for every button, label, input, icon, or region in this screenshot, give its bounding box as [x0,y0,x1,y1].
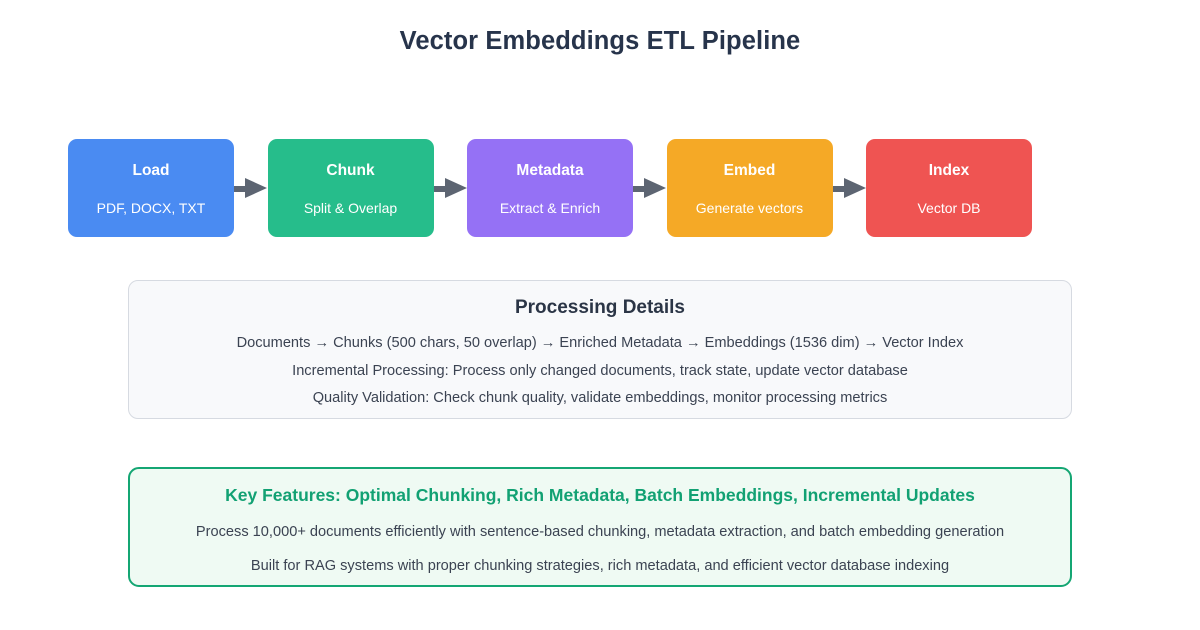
key-features-line: Process 10,000+ documents efficiently wi… [195,523,1005,540]
arrow-stem [433,185,448,192]
arrow-stem [234,185,249,192]
stage-subtitle: PDF, DOCX, TXT [96,199,206,216]
processing-details-line: Incremental Processing: Process only cha… [292,362,908,379]
pipeline-stage-embed[interactable]: Embed Generate vectors [666,139,833,237]
arrow-head [245,178,268,198]
pipeline-stage-chunk[interactable]: Chunk Split & Overlap [267,139,434,237]
pipeline-stage-metadata[interactable]: Metadata Extract & Enrich [467,139,633,237]
pipeline-stage-index[interactable]: Index Vector DB [866,139,1032,237]
stage-title: Load [132,162,170,180]
key-features-title: Key Features: Optimal Chunking, Rich Met… [225,485,975,505]
stage-title: Embed [723,162,776,180]
stage-title: Chunk [326,162,375,180]
page-title: Vector Embeddings ETL Pipeline [399,27,801,55]
pipeline-flow: Load PDF, DOCX, TXT Chunk Split & Overla… [68,139,1032,237]
arrow-head [644,178,667,198]
arrow-stem [633,185,648,192]
processing-details-line: Documents → Chunks (500 chars, 50 overla… [236,335,964,351]
stage-subtitle: Extract & Enrich [499,199,601,216]
processing-details-lines: Documents → Chunks (500 chars, 50 overla… [129,336,1071,406]
key-features-line: Built for RAG systems with proper chunki… [250,558,950,575]
processing-details-line: Quality Validation: Check chunk quality,… [312,390,888,407]
arrow-right-icon [433,178,467,198]
stage-subtitle: Vector DB [917,199,981,216]
arrow-right-icon [832,178,866,198]
pipeline-stage-load[interactable]: Load PDF, DOCX, TXT [68,139,234,237]
stage-title: Index [928,162,970,180]
processing-details-title: Processing Details [514,297,686,318]
arrow-right-icon [633,178,667,198]
stage-subtitle: Split & Overlap [303,199,398,216]
arrow-stem [832,185,847,192]
arrow-head [444,178,467,198]
key-features-panel: Key Features: Optimal Chunking, Rich Met… [128,467,1072,587]
stage-title: Metadata [516,162,584,180]
arrow-head [843,178,866,198]
processing-details-panel: Processing Details Documents → Chunks (5… [128,280,1072,419]
arrow-right-icon [234,178,268,198]
stage-subtitle: Generate vectors [695,199,804,216]
